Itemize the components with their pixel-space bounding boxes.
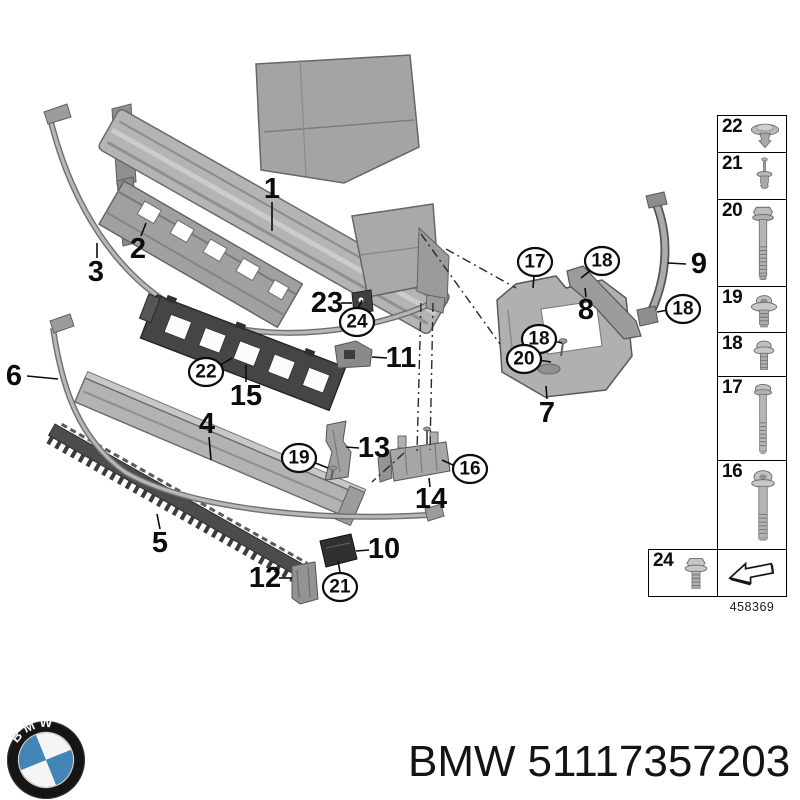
- callout-5: 5: [152, 513, 168, 559]
- svg-text:10: 10: [368, 533, 400, 565]
- part-6-sensor-tube: [49, 313, 445, 522]
- callout-23: 23: [311, 287, 352, 319]
- callout-6: 6: [6, 360, 59, 392]
- fastener-number: 19: [722, 287, 743, 308]
- callout-2: 2: [130, 222, 147, 265]
- fastener-row-20: 20: [718, 200, 786, 287]
- fastener-number: 18: [722, 333, 743, 354]
- part-12-bracket: [291, 561, 319, 605]
- svg-text:3: 3: [88, 256, 104, 288]
- callout-11: 11: [371, 342, 417, 374]
- callout-circled-21: 21: [321, 560, 359, 603]
- svg-text:16: 16: [459, 459, 480, 480]
- svg-text:18: 18: [591, 251, 612, 272]
- part-7-mount-bracket: [496, 275, 633, 398]
- assembly-guide-lines: [371, 233, 517, 483]
- fastener-number: 17: [722, 377, 743, 398]
- svg-text:9: 9: [691, 248, 707, 280]
- fastener-row-21: 21: [718, 153, 786, 200]
- svg-text:5: 5: [152, 527, 168, 559]
- fastener-number: 21: [722, 153, 743, 174]
- torx-flange-bolt-icon: [744, 465, 782, 546]
- part-14-bracket: [377, 431, 451, 483]
- direction-arrow-cell: [717, 549, 787, 597]
- part-9-strap: [636, 191, 670, 327]
- svg-text:21: 21: [329, 577, 351, 598]
- callout-3: 3: [88, 243, 104, 288]
- direction-arrow-icon: [727, 558, 777, 588]
- callout-circled-18: 18: [656, 293, 702, 325]
- fastener-row-18: 18: [718, 333, 786, 377]
- bmw-roundel-icon: BMW: [5, 720, 85, 799]
- fastener-number: 22: [722, 116, 743, 137]
- fastener-row-24: 24: [648, 549, 719, 597]
- svg-text:14: 14: [415, 483, 447, 515]
- fastener-row-16: 16: [718, 461, 786, 550]
- callout-9: 9: [667, 248, 707, 280]
- svg-text:15: 15: [230, 380, 262, 412]
- svg-text:18: 18: [528, 329, 549, 350]
- callout-10: 10: [355, 533, 400, 565]
- fastener-row-19: 19: [718, 287, 786, 333]
- part-2-impact-absorber: [98, 176, 304, 329]
- diagram-code: 458369: [729, 600, 775, 614]
- fastener-number: 20: [722, 200, 743, 221]
- svg-text:1: 1: [264, 173, 280, 205]
- callout-circled-24: 24: [338, 299, 376, 338]
- callout-12: 12: [249, 562, 292, 594]
- callout-1: 1: [264, 173, 280, 231]
- svg-text:8: 8: [578, 294, 594, 326]
- part-11-bracket: [334, 340, 373, 369]
- svg-text:17: 17: [524, 252, 545, 273]
- part-number-text: 51117357203: [527, 737, 791, 786]
- part-10-bracket: [319, 533, 358, 568]
- callout-circled-19: 19: [280, 442, 329, 474]
- callout-14: 14: [415, 477, 447, 515]
- in-situ-screws: [329, 338, 568, 481]
- hex-flange-screw-icon: [678, 554, 714, 592]
- svg-text:4: 4: [199, 408, 215, 440]
- fastener-table: 22 21 20 19 18 17 16: [717, 115, 787, 551]
- callout-8: 8: [578, 287, 594, 326]
- part-1-bumper-reinforcement: [98, 54, 450, 335]
- part-15-underride-panel: [138, 293, 347, 412]
- svg-text:23: 23: [311, 287, 343, 319]
- callout-circled-20: 20: [505, 343, 552, 375]
- part-13-bracket: [324, 420, 352, 481]
- washer-screw-icon: [746, 291, 782, 329]
- brand-text: BMW: [408, 737, 516, 786]
- fastener-row-17: 17: [718, 377, 786, 461]
- flange-screw-icon: [746, 337, 782, 373]
- fastener-number: 24: [653, 550, 674, 571]
- svg-text:7: 7: [539, 397, 555, 429]
- callout-15: 15: [230, 365, 262, 412]
- svg-text:2: 2: [130, 233, 146, 265]
- svg-text:24: 24: [346, 312, 368, 333]
- svg-text:18: 18: [672, 299, 693, 320]
- callout-circled-16: 16: [441, 453, 489, 485]
- expansion-rivet-icon: [747, 157, 782, 196]
- callout-7: 7: [539, 385, 555, 429]
- fastener-row-22: 22: [718, 116, 786, 153]
- callout-circled-18: 18: [580, 245, 621, 279]
- callout-13: 13: [345, 432, 390, 464]
- long-hex-bolt-icon: [744, 204, 782, 283]
- svg-text:13: 13: [358, 432, 390, 464]
- svg-text:19: 19: [288, 448, 309, 469]
- long-stud-bolt-icon: [744, 381, 782, 457]
- clip-nut-icon: [748, 120, 782, 149]
- svg-text:11: 11: [386, 342, 417, 374]
- svg-text:6: 6: [6, 360, 22, 392]
- svg-text:12: 12: [249, 562, 281, 594]
- callout-circled-17: 17: [516, 246, 554, 289]
- callout-circled-22: 22: [187, 356, 233, 388]
- svg-text:20: 20: [513, 349, 534, 370]
- svg-text:22: 22: [195, 362, 216, 383]
- fastener-number: 16: [722, 461, 743, 482]
- callout-4: 4: [199, 408, 215, 461]
